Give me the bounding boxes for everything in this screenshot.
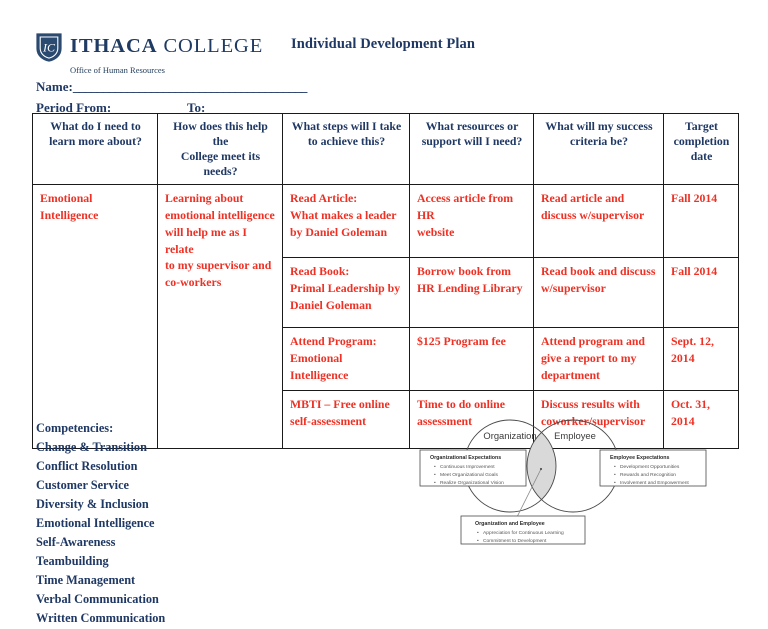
cell-resources[interactable]: Borrow book from HR Lending Library <box>409 257 534 329</box>
competencies-heading: Competencies: <box>36 421 114 435</box>
competency-item: Customer Service <box>36 478 129 493</box>
venn-bottom-box-item-2: Commitment to Development <box>483 538 547 544</box>
cell-resources[interactable]: Access article from HR website <box>409 184 534 259</box>
shield-monogram-text: IC <box>42 41 56 55</box>
venn-label-organization: Organization <box>483 430 536 441</box>
cell-topic[interactable]: Emotional Intelligence <box>32 184 158 450</box>
venn-box-employee-expectations: Employee Expectations • Development Oppo… <box>599 449 707 487</box>
venn-left-box-title: Organizational Expectations <box>430 455 501 461</box>
venn-right-box-item: • <box>614 473 616 478</box>
venn-left-box-item: • <box>434 473 436 478</box>
competency-item: Change & Transition <box>36 440 147 455</box>
competency-item: Written Communication <box>36 611 166 626</box>
venn-right-box-item-3: Involvement and Empowerment <box>620 480 689 486</box>
column-header-topic: What do I need to learn more about? <box>32 112 158 186</box>
venn-bottom-box-item: • <box>477 531 479 536</box>
table-header-row: What do I need to learn more about? How … <box>32 112 739 186</box>
competency-item: Teambuilding <box>36 554 109 569</box>
cell-target-date[interactable]: Sept. 12, 2014 <box>663 327 739 392</box>
logo-word-college: COLLEGE <box>163 35 264 58</box>
venn-right-box-item: • <box>614 465 616 470</box>
venn-bottom-box-item-1: Appreciation for Continuous Learning <box>483 530 564 536</box>
venn-left-box-item-2: Meet Organizational Goals <box>440 472 498 478</box>
venn-left-box-item-3: Realize Organizational Vision <box>440 480 504 486</box>
shield-icon: IC <box>36 33 62 62</box>
venn-label-employee: Employee <box>554 430 596 441</box>
cell-target-date[interactable]: Fall 2014 <box>663 184 739 259</box>
cell-steps[interactable]: Read Book: Primal Leadership by Daniel G… <box>282 257 410 329</box>
logo-row: IC ITHACA COLLEGE <box>36 33 263 62</box>
competency-item: Self-Awareness <box>36 535 116 550</box>
venn-right-box-item: • <box>614 481 616 486</box>
venn-right-box-item-1: Development Opportunities <box>620 464 680 470</box>
name-label: Name: <box>36 79 73 94</box>
cell-target-date[interactable]: Fall 2014 <box>663 257 739 329</box>
competency-item: Verbal Communication <box>36 592 159 607</box>
competency-item: Conflict Resolution <box>36 459 138 474</box>
competency-item: Time Management <box>36 573 136 588</box>
venn-leader-dot <box>539 467 543 471</box>
cell-resources[interactable]: $125 Program fee <box>409 327 534 392</box>
period-field-line: Period From: ___________ To: ___________… <box>36 100 293 116</box>
period-to-blank[interactable]: ______________ <box>208 100 294 115</box>
name-field-line: Name:___________________________________… <box>36 79 307 95</box>
venn-box-organization-and-employee: Organization and Employee • Appreciation… <box>460 515 586 545</box>
cell-criteria[interactable]: Read article and discuss w/supervisor <box>533 184 664 259</box>
period-to-label: To: <box>186 100 206 115</box>
table-row: Attend Program: Emotional Intelligence $… <box>33 327 739 392</box>
venn-left-box-item: • <box>434 465 436 470</box>
table-row: MBTI – Free online self-assessment Time … <box>33 390 739 450</box>
cell-steps[interactable]: MBTI – Free online self-assessment <box>282 390 410 450</box>
logo-word-ithaca: ITHACA <box>70 35 158 58</box>
cell-criteria[interactable]: Discuss results with coworker/supervisor <box>533 390 664 450</box>
cell-rationale[interactable]: Learning about emotional intelligence wi… <box>157 184 283 450</box>
cell-target-date[interactable]: Oct. 31, 2014 <box>663 390 739 450</box>
page-header: IC ITHACA COLLEGE Office of Human Resour… <box>0 0 768 115</box>
column-header-steps: What steps will I take to achieve this? <box>282 112 410 186</box>
competency-item: Diversity & Inclusion <box>36 497 149 512</box>
cell-steps[interactable]: Attend Program: Emotional Intelligence <box>282 327 410 392</box>
page-title: Individual Development Plan <box>291 36 475 52</box>
cell-criteria[interactable]: Attend program and give a report to my d… <box>533 327 664 392</box>
table-row: Emotional Intelligence Learning about em… <box>32 184 739 450</box>
column-header-rationale: How does this help the College meet its … <box>157 112 283 186</box>
cell-steps[interactable]: Read Article: What makes a leader by Dan… <box>282 184 410 259</box>
name-blank[interactable]: _______________________________________ <box>72 79 308 94</box>
venn-diagram-figure: Organization Employee Organizational Exp… <box>418 414 754 574</box>
period-from-label: Period From: <box>36 100 112 115</box>
venn-right-box-title: Employee Expectations <box>610 455 670 461</box>
competency-item: Emotional Intelligence <box>36 516 155 531</box>
column-header-resources: What resources or support will I need? <box>409 112 534 186</box>
venn-bottom-box-item: • <box>477 539 479 544</box>
venn-box-organizational-expectations: Organizational Expectations • Continuous… <box>419 449 527 487</box>
competencies-list: Competencies: Change & Transition Confli… <box>36 419 165 629</box>
cell-criteria[interactable]: Read book and discuss w/supervisor <box>533 257 664 329</box>
venn-right-box-item-2: Rewards and Recognition <box>620 472 676 478</box>
ithaca-college-logo: IC ITHACA COLLEGE Office of Human Resour… <box>36 33 263 75</box>
venn-left-box-item-1: Continuous Improvement <box>440 464 495 470</box>
venn-left-box-item: • <box>434 481 436 486</box>
period-from-blank[interactable]: ___________ <box>114 100 181 115</box>
column-header-target-date: Target completion date <box>663 112 739 186</box>
column-header-criteria: What will my success criteria be? <box>533 112 664 186</box>
logo-wordmark: ITHACA COLLEGE <box>70 36 263 59</box>
development-plan-table: What do I need to learn more about? How … <box>32 112 739 450</box>
venn-bottom-box-title: Organization and Employee <box>475 521 545 527</box>
logo-subtitle: Office of Human Resources <box>70 65 165 75</box>
